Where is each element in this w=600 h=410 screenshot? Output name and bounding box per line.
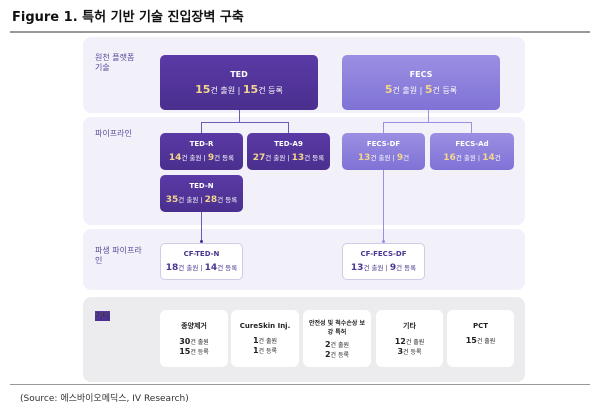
node-name: TED	[230, 69, 248, 79]
node-ted: TED 15건 출원 | 15건 등록	[160, 55, 318, 110]
connector	[428, 110, 429, 122]
node-fecs-ad: FECS-Ad 16건 출원 | 14건	[430, 133, 514, 170]
node-ted-r: TED-R 14건 출원 | 9건 등록	[160, 133, 243, 170]
connector	[288, 122, 289, 133]
label-platform: 원천 플랫폼 기술	[95, 53, 135, 72]
node-cf-ted-n: CF-TED-N 18건 출원 | 14건 등록	[160, 243, 243, 280]
source-note: (Source: 에스바이오메딕스, IV Research)	[20, 394, 189, 404]
node-counts: 5건 출원 | 5건 등록	[384, 82, 458, 96]
other-cureskin: CureSkin Inj. 1건 출원 1건 등록	[231, 310, 299, 367]
figure-title: Figure 1. 특허 기반 기술 진입장벽 구축	[12, 10, 244, 25]
node-ted-a9: TED-A9 27건 출원 | 13건 등록	[247, 133, 330, 170]
bottom-rule	[10, 384, 590, 385]
other-safety-spinal: 안전성 및 척수손상 보강 특허 2건 출원 2건 등록	[303, 310, 371, 367]
node-fecs-df: FECS-DF 13건 출원 | 9건	[342, 133, 425, 170]
connector	[201, 212, 202, 243]
node-counts: 15건 출원 | 15건 등록	[195, 82, 283, 96]
connector	[471, 122, 472, 133]
other-tumor-removal: 종양제거 30건 출원 15건 등록	[160, 310, 228, 367]
connector-dot	[200, 240, 203, 243]
connector	[201, 122, 202, 133]
node-ted-n: TED-N 35건 출원 | 28건 등록	[160, 175, 243, 212]
connector	[239, 110, 240, 122]
label-pipeline: 파이프라인	[95, 129, 132, 138]
other-pct: PCT 15건 출원	[447, 310, 514, 367]
node-cf-fecs-df: CF-FECS-DF 13건 출원 | 9건 등록	[342, 243, 425, 280]
label-derived: 파생 파이프라인	[95, 246, 142, 265]
node-name: FECS	[409, 69, 433, 79]
connector	[383, 170, 384, 243]
node-fecs: FECS 5건 출원 | 5건 등록	[342, 55, 500, 110]
connector	[383, 122, 472, 123]
derived-panel	[83, 229, 525, 290]
label-other: 기타	[95, 311, 110, 321]
connector	[201, 122, 289, 123]
connector-dot	[382, 240, 385, 243]
other-etc: 기타 12건 출원 3건 등록	[376, 310, 443, 367]
top-rule	[10, 31, 590, 33]
connector	[383, 122, 384, 133]
